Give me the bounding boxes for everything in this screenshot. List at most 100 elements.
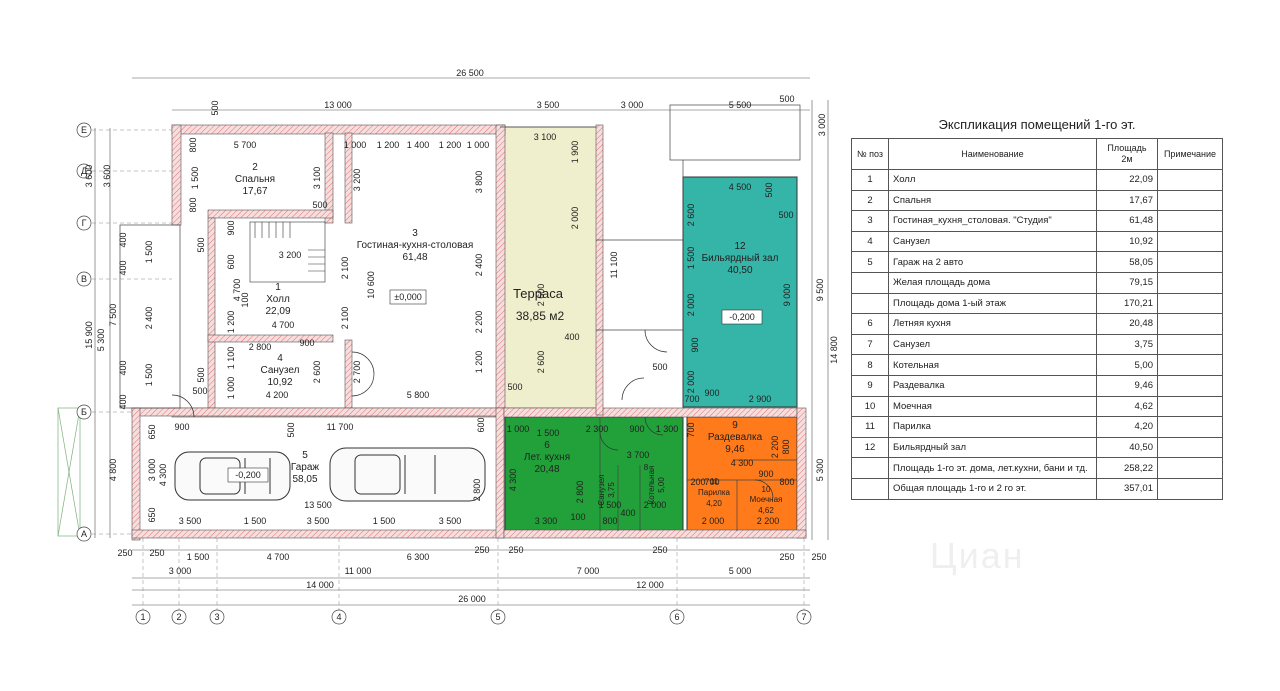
dim-h-5800: 5 800 bbox=[407, 390, 430, 400]
dim-b2-1: 11 000 bbox=[345, 566, 372, 576]
dim-b2-2: 7 000 bbox=[577, 566, 600, 576]
elevation-billiard: -0,200 bbox=[721, 309, 763, 325]
dim-terrace-top: 3 100 bbox=[534, 132, 557, 142]
room-label-bedroom: 2 Спальня 17,67 bbox=[235, 162, 275, 197]
room-area-3: 61,48 bbox=[402, 252, 427, 263]
room-label-dressing: 9 Раздевалка 9,46 bbox=[708, 420, 763, 455]
dim-bil-500b: 500 bbox=[778, 210, 793, 220]
dim-garage-900: 900 bbox=[174, 422, 189, 432]
row-num bbox=[851, 292, 889, 315]
row-note bbox=[1157, 189, 1223, 212]
dim-left-0: 3 600 bbox=[84, 165, 94, 188]
room-label-steam-room: 11 Парилка 4,20 bbox=[698, 477, 730, 508]
dim-bedroom-500: 500 bbox=[312, 200, 327, 210]
dim-left-1500a: 1 500 bbox=[144, 241, 154, 264]
room-area-4: 10,92 bbox=[267, 377, 292, 388]
dim-bedroom-800b: 800 bbox=[188, 197, 198, 212]
row-area: 17,67 bbox=[1096, 189, 1158, 212]
dim-garage-top: 11 700 bbox=[327, 422, 354, 432]
row-note bbox=[1157, 230, 1223, 253]
dim-bil-900b: 900 bbox=[704, 388, 719, 398]
room-num-1: 1 bbox=[275, 282, 281, 293]
col-area: Площадь 2м bbox=[1096, 138, 1158, 170]
room-label-boiler: 8 Котельная 5,00 bbox=[644, 463, 666, 504]
dim-kitchen-800: 800 bbox=[602, 516, 617, 526]
row-note bbox=[1157, 354, 1223, 376]
dim-bil-9000: 9 000 bbox=[782, 284, 792, 307]
dim-b2-0: 3 000 bbox=[169, 566, 192, 576]
row-name: Летняя кухня bbox=[888, 313, 1097, 335]
dim-left-400b: 400 bbox=[118, 260, 128, 275]
dim-bottom-1: 250 bbox=[149, 548, 164, 558]
dim-kitchen-2800b: 2 800 bbox=[472, 479, 482, 502]
dim-v-11100: 11 100 bbox=[609, 252, 619, 279]
dim-v-2600a: 2 600 bbox=[536, 284, 546, 307]
row-note bbox=[1157, 477, 1223, 500]
dim-left-4: 7 500 bbox=[108, 304, 118, 327]
dim-top-1200b: 1 200 bbox=[439, 140, 462, 150]
elevation-garage: -0,200 bbox=[227, 467, 269, 483]
dim-v-2400: 2 400 bbox=[474, 254, 484, 277]
dim-sauna-2000: 2 000 bbox=[702, 516, 725, 526]
axis-7: 7 bbox=[801, 612, 806, 622]
row-name: Парилка bbox=[888, 416, 1097, 438]
row-name: Гараж на 2 авто bbox=[888, 251, 1097, 273]
room-num-3: 3 bbox=[412, 228, 418, 239]
dim-dress-4300: 4 300 bbox=[731, 458, 754, 468]
dim-garage-13500: 13 500 bbox=[304, 500, 332, 510]
dimension-lines bbox=[94, 77, 829, 606]
row-num: 2 bbox=[851, 189, 889, 212]
dim-top-4: 5 500 bbox=[729, 100, 752, 110]
row-note bbox=[1157, 374, 1223, 397]
dim-left-2400: 2 400 bbox=[144, 307, 154, 330]
row-area: 79,15 bbox=[1096, 271, 1158, 294]
terrace-area: 38,85 м2 bbox=[516, 309, 565, 323]
row-area: 10,92 bbox=[1096, 230, 1158, 253]
room-num-10: 10 bbox=[762, 485, 771, 494]
dim-v-900: 900 bbox=[226, 220, 236, 235]
room-name-6: Лет. кухня bbox=[524, 452, 570, 463]
billiard-fill bbox=[682, 176, 798, 408]
dim-top-1200a: 1 200 bbox=[377, 140, 400, 150]
row-area: 61,48 bbox=[1096, 210, 1158, 232]
dim-garage-500: 500 bbox=[286, 422, 296, 437]
dim-v-3200: 3 200 bbox=[352, 169, 362, 192]
dim-left-400d: 400 bbox=[118, 394, 128, 409]
dim-top-1000b: 1 000 bbox=[467, 140, 490, 150]
room-label-living: 3 Гостиная-кухня-столовая 61,48 bbox=[357, 228, 474, 263]
room-label-bathroom: 4 Санузел 10,92 bbox=[261, 353, 300, 388]
row-name: Желая площадь дома bbox=[888, 271, 1097, 294]
explication-panel: Экспликация помещений 1-го эт. № поз Наи… bbox=[851, 112, 1223, 500]
col-name: Наименование bbox=[888, 138, 1097, 170]
row-area: 58,05 bbox=[1096, 251, 1158, 273]
dim-v-1100: 1 100 bbox=[226, 347, 236, 370]
dim-left-1500b: 1 500 bbox=[144, 364, 154, 387]
dim-bottom-total: 26 000 bbox=[458, 594, 486, 604]
row-name: Спальня bbox=[888, 189, 1097, 212]
dim-bil-500: 500 bbox=[764, 182, 774, 197]
dim-bedroom-left: 1 500 bbox=[190, 167, 200, 190]
row-num: 8 bbox=[851, 354, 889, 376]
axis-g: Г bbox=[82, 218, 87, 228]
axis-v: В bbox=[81, 274, 87, 284]
row-name: Площадь дома 1-ый этаж bbox=[888, 292, 1097, 315]
dim-garage-3000: 3 000 bbox=[147, 459, 157, 482]
room-area-12: 40,50 bbox=[727, 265, 752, 276]
terrace-name: Терраса bbox=[513, 286, 564, 301]
row-num: 12 bbox=[851, 436, 889, 459]
axis-markers-letters: Е Д Г В Б А bbox=[76, 122, 92, 542]
table-row: Общая площадь 1-го и 2 го эт.357,01 bbox=[851, 477, 1223, 500]
dim-garage-600: 600 bbox=[476, 417, 486, 432]
row-note bbox=[1157, 210, 1223, 232]
row-num: 11 bbox=[851, 416, 889, 438]
dim-sauna-2200: 2 200 bbox=[757, 516, 780, 526]
room-label-washroom: 10 Моечная 4,62 bbox=[750, 485, 783, 515]
dim-right-3: 5 300 bbox=[815, 459, 825, 482]
dim-garage-4300: 4 300 bbox=[158, 464, 168, 487]
axis-d: Д bbox=[81, 166, 87, 176]
dim-bottom-0: 250 bbox=[117, 548, 132, 558]
dim-top-1400: 1 400 bbox=[407, 140, 430, 150]
dim-hall-left: 4 700 bbox=[232, 279, 242, 302]
row-name: Гостиная_кухня_столовая. "Студия" bbox=[888, 210, 1097, 232]
